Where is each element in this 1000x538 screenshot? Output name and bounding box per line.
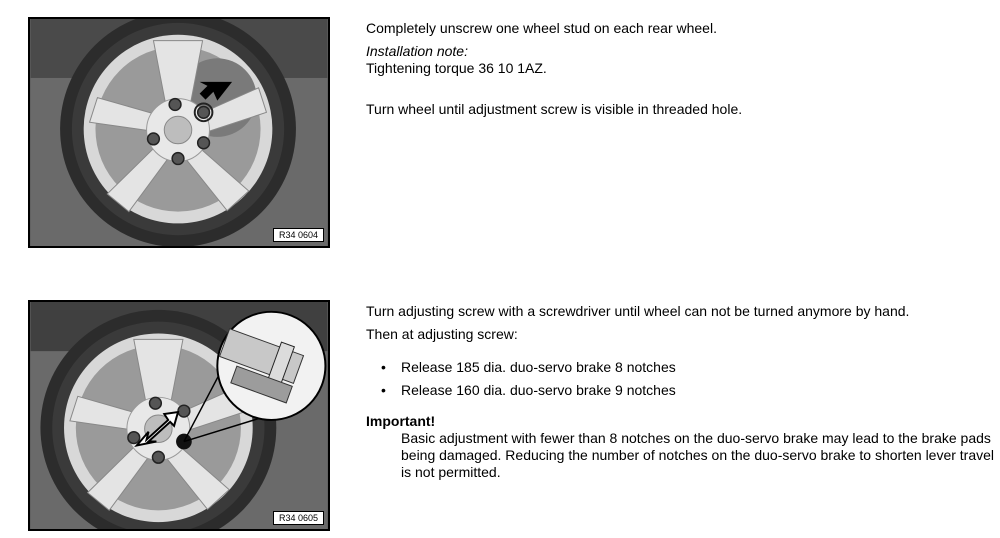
turn-wheel-instruction: Turn wheel until adjustment screw is vis… [366,101,743,117]
step-1-text: Completely unscrew one wheel stud on eac… [366,20,986,118]
adjusting-screw-figure: R34 0605 [28,300,330,531]
installation-note-text: Tightening torque 36 10 1AZ. [366,60,547,76]
bullet-icon: • [381,382,386,398]
important-heading: Important! [366,413,436,429]
installation-note-heading: Installation note: [366,43,468,59]
then-text: Then at adjusting screw: [366,326,518,342]
release-notches-list: • Release 185 dia. duo-servo brake 8 notc… [366,359,996,399]
adjusting-screw-instruction: Turn adjusting screw with a screwdriver … [366,303,910,319]
step-2-text: Turn adjusting screw with a screwdriver … [366,303,996,481]
important-text: Basic adjustment with fewer than 8 notch… [401,430,995,480]
list-item-text: Release 160 dia. duo-servo brake 9 notch… [401,382,676,398]
unscrew-instruction: Completely unscrew one wheel stud on eac… [366,20,717,36]
list-item: • Release 185 dia. duo-servo brake 8 notc… [366,359,996,376]
list-item-text: Release 185 dia. duo-servo brake 8 notch… [401,359,676,375]
bullet-icon: • [381,359,386,375]
figure-label: R34 0604 [272,228,324,242]
list-item: • Release 160 dia. duo-servo brake 9 notc… [366,382,996,399]
wheel-stud-figure: R34 0604 [28,17,330,248]
adjusting-screw-illustration [30,302,328,529]
wheel-stud-illustration [30,19,328,246]
figure-label: R34 0605 [272,511,324,525]
